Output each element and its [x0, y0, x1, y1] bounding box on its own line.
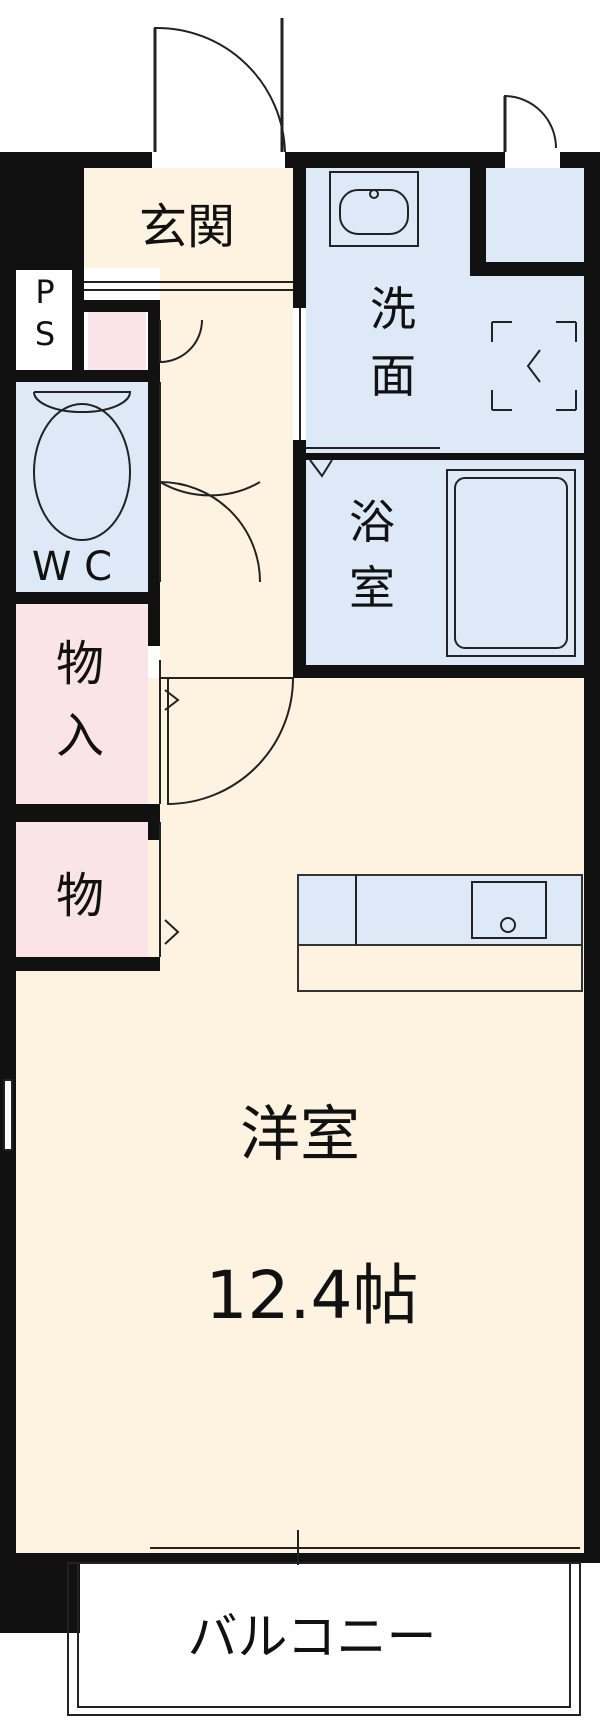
walls	[0, 152, 600, 1633]
wall-left-top-block	[0, 152, 84, 270]
toilet-tank	[33, 391, 132, 413]
entrance-label: 玄関	[139, 199, 235, 255]
wall-wc-bottom	[0, 592, 160, 604]
washroom-label-1: 洗	[370, 282, 416, 336]
left-window	[3, 1079, 13, 1151]
wall-wash-bath	[306, 453, 584, 460]
small-door-swing	[504, 94, 557, 152]
wall-small-storage-top	[84, 300, 160, 312]
washroom-area	[306, 168, 584, 453]
closet-area	[14, 822, 148, 957]
wall-washroom-corner-h	[470, 262, 600, 276]
storage-label-2: 入	[56, 708, 104, 764]
wall-bottom	[0, 1553, 600, 1563]
fixtures	[3, 18, 581, 1716]
wall-bath-bottom	[293, 665, 584, 678]
washing-machine-mark	[491, 321, 577, 411]
storage-label-1: 物	[56, 636, 104, 692]
wc-area	[14, 382, 148, 592]
kitchen-counter	[297, 874, 583, 946]
ps-label-bottom: S	[35, 315, 55, 353]
western-room-size: 12.4帖	[206, 1257, 419, 1334]
balcony-label: バルコニー	[188, 1608, 437, 1666]
small-storage-door	[159, 319, 203, 364]
wall-bottom-left	[0, 1553, 80, 1633]
wc-label: W C	[32, 544, 112, 590]
washroom-label-2: 面	[370, 349, 416, 403]
wall-bath-left	[293, 440, 306, 665]
wall-wash-left	[293, 168, 306, 308]
wall-wc-right	[148, 300, 160, 600]
wall-storage-bottom	[0, 804, 160, 822]
wall-washroom-corner	[470, 152, 486, 272]
wall-closet-right	[148, 822, 160, 840]
ps-label-top: P	[35, 273, 54, 311]
kitchen-sink	[471, 881, 547, 939]
ps-area	[18, 268, 72, 370]
wall-left	[0, 152, 16, 1560]
bathroom-area	[306, 460, 584, 665]
wall-closet-bottom	[0, 957, 160, 971]
bathtub	[446, 469, 576, 657]
toilet-bowl	[33, 403, 131, 541]
corridor-area	[160, 268, 293, 678]
storage-area	[14, 604, 148, 804]
small-storage-area	[88, 312, 146, 370]
bathroom-label-1: 浴	[349, 495, 395, 549]
closet-label: 物	[56, 868, 104, 924]
washbasin	[329, 171, 419, 247]
kitchen-counter-lower	[297, 944, 583, 992]
wc-door	[159, 382, 261, 497]
room-fills	[14, 168, 584, 1553]
storage-door	[167, 677, 294, 806]
entrance-area	[83, 168, 293, 268]
wall-ps-right	[72, 268, 84, 378]
bathroom-label-2: 室	[349, 561, 395, 615]
labels: 玄関 P S W C 洗 面 浴 室 物 入 物 洋室 12.4帖 バルコニー	[32, 199, 437, 1666]
western-room-label: 洋室	[240, 1100, 360, 1170]
entrance-door-swing	[154, 26, 286, 153]
wall-ps-bottom	[0, 370, 160, 382]
wall-right	[584, 152, 600, 1560]
wall-storage-right	[148, 604, 160, 646]
wall-top-mid	[285, 152, 505, 168]
